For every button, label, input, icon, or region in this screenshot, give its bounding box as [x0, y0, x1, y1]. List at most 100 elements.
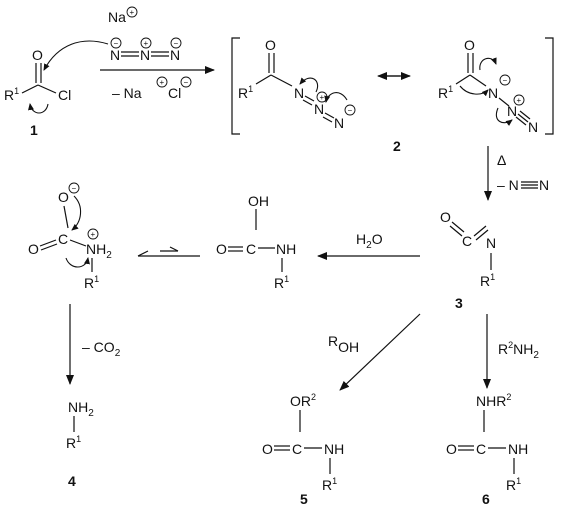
charge-ring [499, 74, 511, 86]
bond-line [473, 225, 487, 237]
atom-r: R1 [4, 86, 19, 103]
reaction-arrow-3-to-5 [339, 313, 421, 391]
loss-n2-label: – N N [497, 177, 549, 193]
bond-line [515, 116, 527, 126]
atom-label: OR [290, 393, 311, 409]
atom-label: 2 [311, 392, 316, 402]
compound-2-acyl-azide: O R1 N N + N − O R1 N − N + [231, 37, 554, 135]
atom-label: 1 [248, 84, 253, 94]
atom-label: R [438, 85, 448, 101]
charge-symbol: − [503, 76, 508, 85]
bond-line [37, 84, 57, 94]
atom-label: R1 [238, 84, 253, 101]
atom-label: C [462, 233, 472, 249]
atom-label: NH [513, 341, 533, 357]
atom-label: N [486, 235, 496, 251]
atom-label: NH [86, 241, 106, 257]
bond-line [469, 74, 487, 87]
alcohol-label: ROH [328, 333, 359, 355]
atom-label: R [506, 477, 516, 493]
azide-n3: N [170, 47, 180, 63]
atom-label: N [528, 119, 538, 135]
charge-ring [87, 228, 99, 240]
atom-label: R1 [322, 476, 337, 493]
atom-oxygen: O [32, 47, 43, 63]
compound-label-3: 3 [455, 295, 463, 311]
atom-label: OH [338, 339, 359, 355]
compound-label-2: 2 [393, 138, 401, 154]
charge-symbol: + [160, 78, 165, 87]
bond-line [270, 74, 293, 87]
atom-label: 1 [14, 86, 19, 96]
charge-symbol: − [184, 78, 189, 87]
bracket-right [545, 37, 554, 135]
azide-n1: N [110, 47, 120, 63]
atom-label: OH [248, 193, 269, 209]
heat-label: Δ [497, 152, 506, 168]
compound-4-amine: NH2 R1 [66, 399, 94, 451]
atom-label: H [356, 231, 366, 247]
compound-1-acyl-chloride: O R1 Cl [4, 40, 109, 114]
bond-line [63, 205, 69, 229]
charge-ring [513, 94, 525, 106]
atom-label: R [4, 87, 14, 103]
bracket-left [231, 37, 240, 135]
bond-line [137, 250, 149, 257]
atom-label: O [262, 441, 273, 457]
atom-label: R [66, 435, 76, 451]
atom-label: N [294, 85, 304, 101]
atom-label: NHR [476, 393, 506, 409]
atom-label: NH2 [86, 241, 112, 261]
atom-label: O [265, 37, 276, 53]
atom-label: 1 [490, 272, 495, 282]
bond-line [169, 246, 179, 252]
atom-label: N [539, 177, 549, 193]
bond-line [475, 229, 489, 241]
bond-line [21, 84, 39, 94]
atom-label: R [328, 333, 338, 349]
compound-6-urea: NHR2 O C NH R1 [446, 392, 528, 493]
atom-label: Cl [168, 85, 181, 101]
charge-ring [180, 76, 192, 88]
charge-ring [344, 104, 356, 116]
atom-label: 1 [94, 274, 99, 284]
equilibrium-arrows [137, 246, 200, 257]
atom-label: R [274, 275, 284, 291]
compound-label-6: 6 [482, 491, 490, 507]
curly-arrow [324, 92, 348, 103]
atom-label: – CO [82, 339, 115, 355]
charge-ring [68, 182, 80, 194]
atom-label: R1 [480, 272, 495, 289]
atom-label: C [292, 441, 302, 457]
atom-label: O [446, 441, 457, 457]
charge-symbol: + [517, 96, 522, 105]
bond-line [498, 97, 510, 107]
bond-line [324, 112, 335, 119]
compound-3-isocyanate: O C N R1 [440, 209, 496, 289]
sodium-label: Na [108, 9, 126, 25]
charge-symbol: + [144, 39, 149, 48]
atom-label: R [322, 477, 332, 493]
atom-label: R1 [84, 274, 99, 291]
bond-line [451, 221, 465, 233]
charge-symbol: − [348, 106, 353, 115]
atom-label: O [216, 241, 227, 257]
atom-label: 1 [448, 84, 453, 94]
atom-label: NH [276, 241, 296, 257]
atom-label: R1 [506, 476, 521, 493]
amine-label: R2NH2 [498, 340, 539, 361]
atom-label: O [440, 209, 451, 225]
atom-label: 2 [508, 340, 513, 350]
atom-label: 1 [76, 434, 81, 444]
bond-line [322, 116, 333, 123]
atom-label: R1 [66, 434, 81, 451]
atom-label: NH2 [68, 399, 94, 419]
atom-label: NHR2 [476, 392, 511, 409]
atom-label: OR2 [290, 392, 316, 409]
atom-chlorine: Cl [58, 87, 71, 103]
atom-label: 2 [106, 250, 112, 261]
bond-line [455, 74, 471, 85]
byproduct-label: – Na + Cl − [112, 76, 192, 101]
atom-label: C [246, 241, 256, 257]
curly-arrow [479, 57, 497, 71]
